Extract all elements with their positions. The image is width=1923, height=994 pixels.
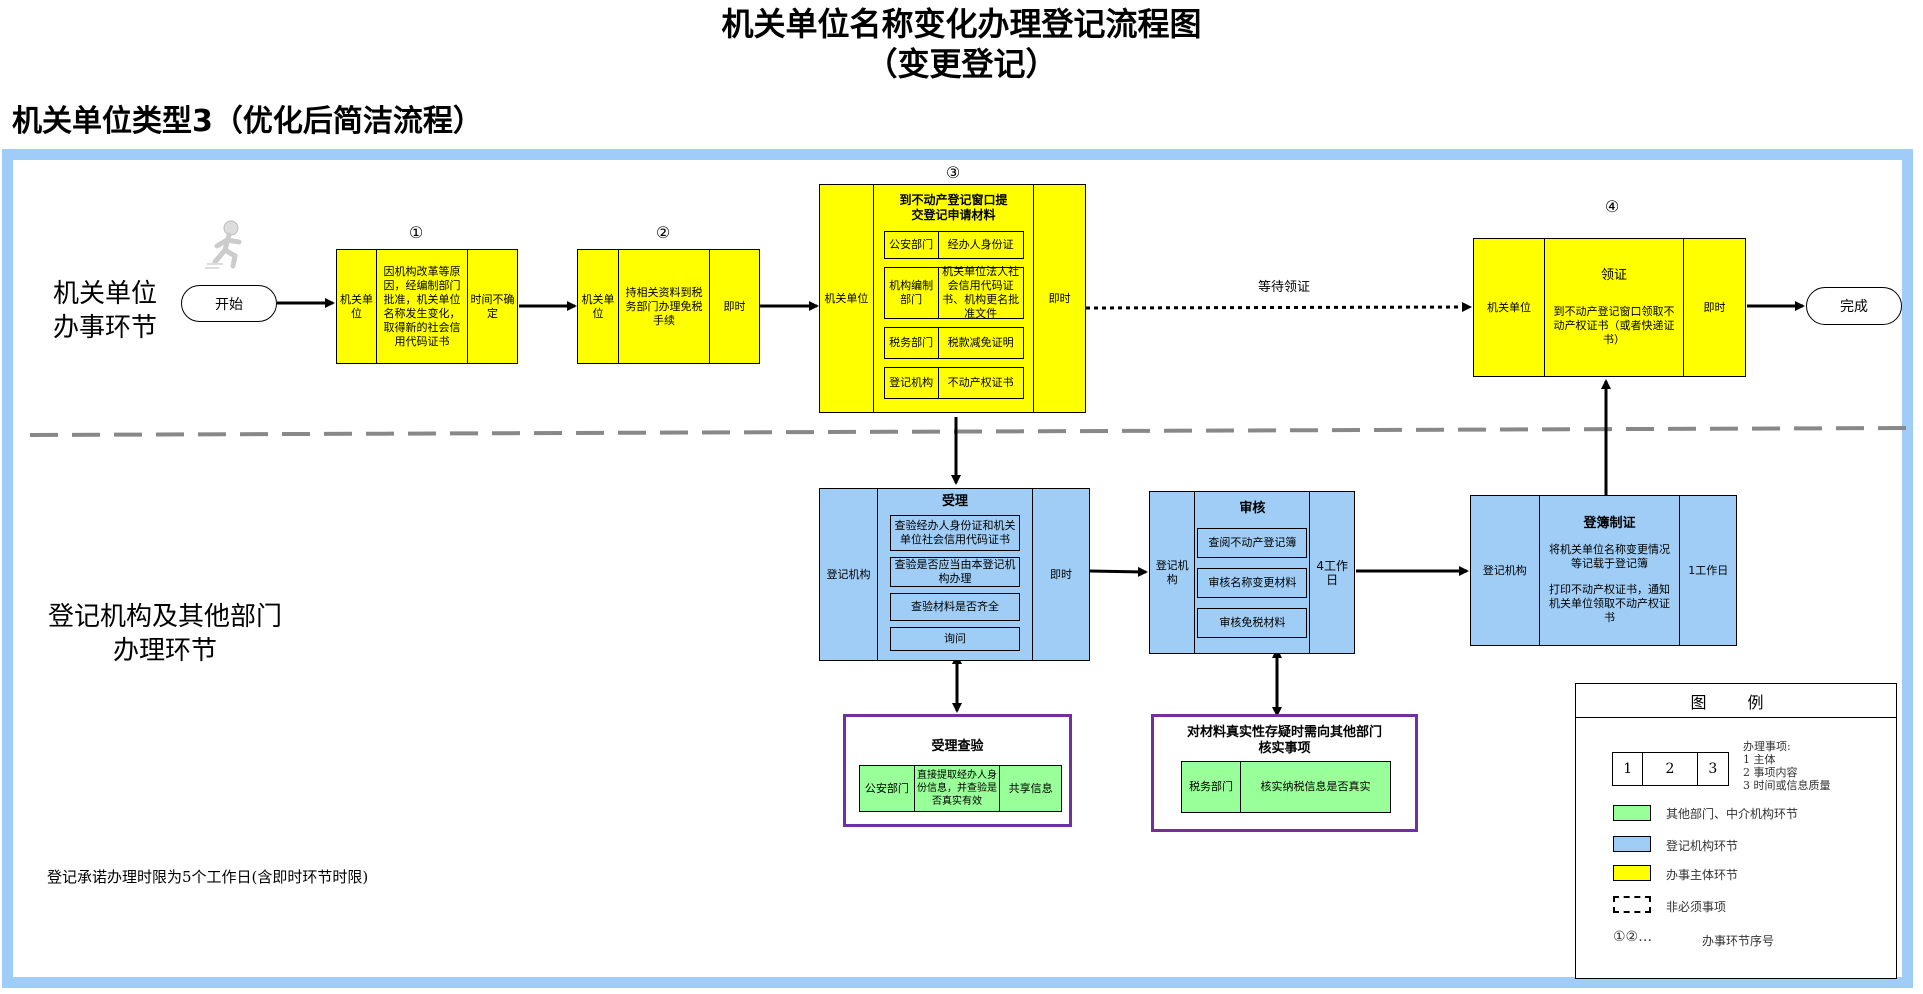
step-number-1: ①: [408, 223, 424, 242]
legend-swatch-dashed: [1613, 896, 1651, 913]
step4-box: 机关单位 领证 到不动产登记窗口领取不动产权证书（或者快递证书） 即时: [1473, 238, 1746, 377]
lane-label-applicant: 机关单位办事环节: [52, 279, 157, 343]
step4-time: 即时: [1683, 239, 1745, 376]
start-node: 开始: [181, 285, 277, 322]
legend-title: 图 例: [1576, 684, 1896, 718]
register-content: 登簿制证 将机关单位名称变更情况等记载于登记簿 打印不动产权证书，通知机关单位领…: [1538, 496, 1680, 645]
material-row: 公安部门 经办人身份证: [883, 231, 1024, 259]
check2-box: 对材料真实性存疑时需向其他部门核实事项 税务部门 核实纳税信息是否真实: [1151, 714, 1418, 832]
step2-content: 持相关资料到税务部门办理免税手续: [618, 250, 709, 363]
check1-dept: 公安部门: [864, 781, 909, 795]
register-title: 登簿制证: [1583, 515, 1636, 531]
step3-content: 到不动产登记窗口提交登记申请材料 公安部门 经办人身份证 机构编制部门 机关单位…: [872, 185, 1033, 412]
accept-subject: 登记机构: [826, 567, 871, 581]
step4-subject: 机关单位: [1487, 300, 1531, 314]
page-subtitle: （变更登记）: [865, 45, 1058, 83]
accept-item: 询问: [890, 627, 1020, 651]
step-number-4: ④: [1604, 197, 1620, 216]
check1-detail: 公安部门 直接提取经办人身份信息，并查验是否真实有效 共享信息: [859, 765, 1062, 812]
check1-content: 直接提取经办人身份信息，并查验是否真实有效: [913, 766, 1000, 811]
lane-divider: [29, 426, 1911, 437]
step1-time: 时间不确定: [467, 250, 517, 363]
step4-content: 领证 到不动产登记窗口领取不动产权证书（或者快递证书）: [1544, 239, 1683, 376]
material-row: 登记机构 不动产权证书: [883, 367, 1024, 399]
step4-title: 领证: [1600, 267, 1627, 283]
review-subject: 登记机构: [1155, 558, 1189, 586]
step2-box: 机关单位 持相关资料到税务部门办理免税手续 即时: [577, 249, 760, 364]
step3-box: 机关单位 到不动产登记窗口提交登记申请材料 公安部门 经办人身份证 机构编制部门…: [819, 184, 1086, 413]
wait-label: 等待领证: [1258, 280, 1311, 295]
step2-subject: 机关单位: [581, 292, 615, 320]
legend-label-blue: 登记机构环节: [1666, 839, 1739, 853]
legend-swatch-yellow: [1613, 865, 1651, 881]
legend: 图 例 1 2 3 办理事项: 1 主体 2 事项内容 3 时间或信息质量 其他…: [1575, 683, 1897, 979]
accept-content: 受理 查验经办人身份证和机关单位社会信用代码证书 查验是否应当由本登记机构办理 …: [877, 489, 1032, 660]
time-limit-note: 登记承诺办理时限为5个工作日(含即时环节时限): [47, 868, 369, 886]
step1-box: 机关单位 因机构改革等原因，经编制部门批准，机关单位名称发生变化，取得新的社会信…: [336, 249, 518, 364]
register-time: 1工作日: [1679, 496, 1736, 645]
legend-number-glyph: ①②…: [1613, 929, 1653, 945]
accept-time: 即时: [1032, 489, 1089, 660]
check1-title: 受理查验: [931, 739, 984, 754]
legend-label-dashed: 非必须事项: [1666, 900, 1727, 914]
accept-box: 登记机构 受理 查验经办人身份证和机关单位社会信用代码证书 查验是否应当由本登记…: [819, 488, 1090, 661]
legend-swatch-green: [1613, 805, 1651, 821]
step2-time: 即时: [709, 250, 759, 363]
material-row: 机构编制部门 机关单位法人社会信用代码证书、机构更名批准文件: [883, 265, 1024, 320]
review-time: 4工作日: [1309, 492, 1354, 653]
step1-subject: 机关单位: [340, 292, 373, 320]
legend-label-green: 其他部门、中介机构环节: [1666, 807, 1799, 821]
step3-time: 即时: [1033, 185, 1085, 412]
step3-title: 到不动产登记窗口提交登记申请材料: [899, 193, 1008, 222]
review-title: 审核: [1239, 501, 1266, 516]
review-box: 登记机构 审核 查阅不动产登记簿 审核名称变更材料 审核免税材料 4工作日: [1149, 491, 1355, 654]
accept-item: 查验经办人身份证和机关单位社会信用代码证书: [890, 515, 1020, 551]
check1-box: 受理查验 公安部门 直接提取经办人身份信息，并查验是否真实有效 共享信息: [843, 714, 1072, 827]
check2-dept: 税务部门: [1189, 780, 1233, 793]
step4-desc: 到不动产登记窗口领取不动产权证书（或者快递证书）: [1553, 304, 1675, 346]
lane-label-registry: 登记机构及其他部门办理环节: [47, 602, 282, 666]
review-item: 查阅不动产登记簿: [1197, 528, 1308, 558]
accept-item: 查验是否应当由本登记机构办理: [890, 557, 1020, 587]
register-desc-1: 将机关单位名称变更情况等记载于登记簿: [1548, 542, 1670, 570]
check2-title: 对材料真实性存疑时需向其他部门核实事项: [1186, 725, 1382, 756]
finish-node: 完成: [1806, 287, 1902, 325]
register-subject: 登记机构: [1482, 563, 1527, 577]
runner-icon: [205, 220, 242, 269]
step-number-2: ②: [655, 223, 671, 242]
check2-content: 核实纳税信息是否真实: [1240, 762, 1390, 812]
legend-label-yellow: 办事主体环节: [1666, 868, 1739, 882]
register-box: 登记机构 登簿制证 将机关单位名称变更情况等记载于登记簿 打印不动产权证书，通知…: [1470, 495, 1737, 646]
arrow-s3-s4-dashed: [1085, 302, 1472, 313]
review-content: 审核 查阅不动产登记簿 审核名称变更材料 审核免税材料: [1194, 492, 1309, 653]
accept-item: 查验材料是否齐全: [890, 593, 1020, 621]
page-title: 机关单位名称变化办理登记流程图: [721, 5, 1202, 43]
flow-type-heading: 机关单位类型3（优化后简洁流程）: [12, 104, 483, 139]
review-item: 审核免税材料: [1197, 608, 1308, 638]
arrow-accept-review: [1089, 566, 1148, 577]
accept-title: 受理: [941, 494, 968, 509]
legend-swatch-blue: [1613, 836, 1651, 852]
check1-note: 共享信息: [999, 766, 1061, 811]
material-row: 税务部门 税款减免证明: [883, 327, 1024, 359]
legend-sample-box: 1 2 3: [1612, 752, 1729, 786]
check2-detail: 税务部门 核实纳税信息是否真实: [1181, 761, 1391, 813]
legend-sample-desc: 办理事项: 1 主体 2 事项内容 3 时间或信息质量: [1743, 740, 1831, 792]
step-number-3: ③: [945, 163, 961, 182]
step3-subject: 机关单位: [824, 291, 869, 305]
register-desc-2: 打印不动产权证书，通知机关单位领取不动产权证书: [1548, 582, 1670, 624]
review-item: 审核名称变更材料: [1197, 568, 1308, 598]
diagram-frame: [2, 149, 1913, 988]
legend-label-number: 办事环节序号: [1702, 934, 1775, 948]
step1-content: 因机构改革等原因，经编制部门批准，机关单位名称发生变化，取得新的社会信用代码证书: [376, 250, 467, 363]
